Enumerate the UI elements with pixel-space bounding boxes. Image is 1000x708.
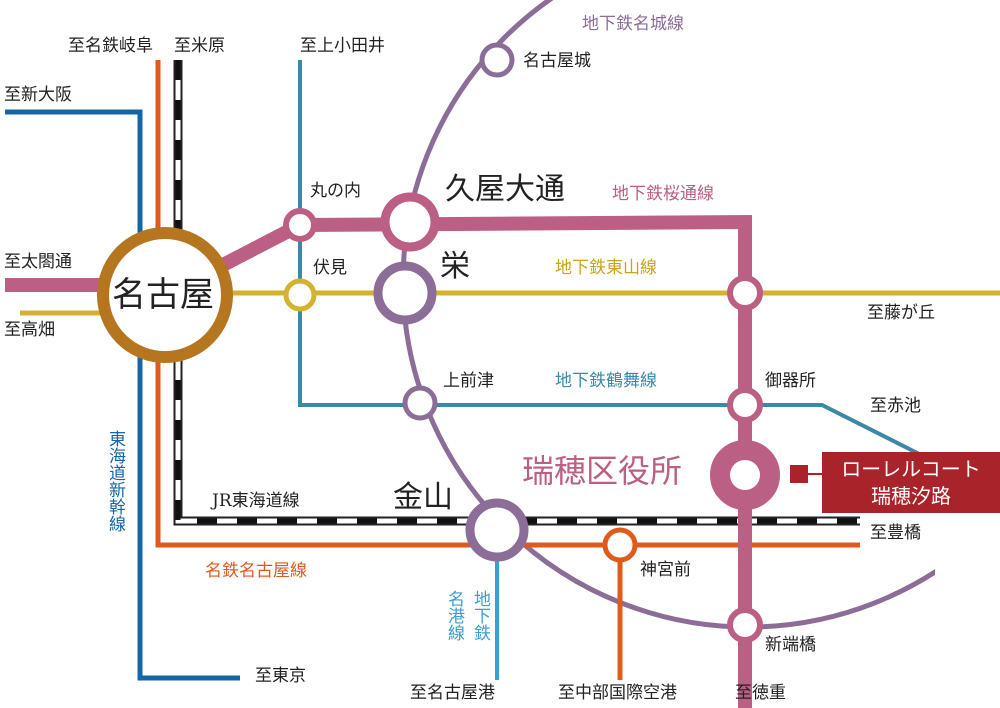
jr-tokaido-line bbox=[175, 60, 860, 524]
station-sakae-marker bbox=[373, 261, 437, 325]
meijo-line-label: 地下鉄名城線 bbox=[582, 14, 684, 34]
sakuradori-line-label: 地下鉄桜通線 bbox=[612, 184, 714, 204]
station-hisaya: 久屋大通 bbox=[445, 172, 565, 207]
direction-gifu: 至名鉄岐阜 bbox=[68, 36, 153, 56]
property-name-line1: ローレルコート bbox=[841, 457, 981, 481]
station-nagoyajo: 名古屋城 bbox=[523, 51, 591, 71]
station-nagoyajo-marker bbox=[479, 42, 515, 78]
shinkansen-line-label: 東海道新幹線 bbox=[105, 430, 125, 532]
meiko-line-label-a: 地下鉄 bbox=[470, 590, 490, 641]
station-jingumae: 神宮前 bbox=[640, 560, 691, 580]
station-gokiso-marker bbox=[727, 387, 763, 423]
direction-shinosaka: 至新大阪 bbox=[4, 85, 72, 105]
meiko-line-label-b: 名港線 bbox=[444, 590, 464, 641]
meitetsu-line-label: 名鉄名古屋線 bbox=[205, 561, 307, 581]
station-nagoya: 名古屋 bbox=[112, 275, 214, 315]
station-gokiso: 御器所 bbox=[765, 371, 816, 391]
station-kamimaezu-marker bbox=[402, 385, 438, 421]
station-jingumae-marker bbox=[602, 527, 638, 563]
higashiyama-line-label: 地下鉄東山線 bbox=[555, 258, 657, 278]
station-aratamabashi-marker bbox=[727, 607, 763, 643]
tsurumai-line-label: 地下鉄鶴舞線 bbox=[555, 371, 657, 391]
station-nagoya-marker bbox=[97, 227, 233, 363]
station-sakae: 栄 bbox=[440, 249, 470, 284]
direction-centrair: 至中部国際空港 bbox=[558, 683, 677, 703]
property-label-box: ローレルコート 瑞穂汐路 bbox=[822, 452, 1000, 513]
station-marunouchi: 丸の内 bbox=[310, 181, 361, 201]
direction-kamiotai: 至上小田井 bbox=[300, 36, 385, 56]
direction-maibara: 至米原 bbox=[174, 36, 225, 56]
station-fushimi: 伏見 bbox=[313, 258, 347, 278]
direction-nagoyako: 至名古屋港 bbox=[410, 683, 495, 703]
direction-akaike: 至赤池 bbox=[870, 396, 921, 416]
station-marunouchi-marker bbox=[283, 208, 317, 242]
jr-line-label: JR東海道線 bbox=[212, 491, 300, 511]
direction-tokyo: 至東京 bbox=[255, 666, 306, 686]
direction-fujigaoka: 至藤が丘 bbox=[867, 303, 935, 323]
direction-takabata: 至高畑 bbox=[4, 320, 55, 340]
station-kanayama: 金山 bbox=[393, 480, 453, 515]
direction-taiko: 至太閤通 bbox=[4, 252, 72, 272]
station-mizuho-marker bbox=[710, 440, 780, 510]
station-fushimi-marker bbox=[283, 278, 317, 312]
shinkansen-line bbox=[5, 109, 240, 681]
station-aratamabashi: 新端橋 bbox=[765, 635, 816, 655]
station-kamimaezu: 上前津 bbox=[443, 371, 494, 391]
direction-toyohashi: 至豊橋 bbox=[870, 523, 921, 543]
station-hisaya-marker bbox=[380, 192, 440, 252]
direction-tokushige: 至徳重 bbox=[735, 683, 786, 703]
property-marker bbox=[790, 465, 808, 483]
property-name-line2: 瑞穂汐路 bbox=[871, 484, 951, 508]
station-kanayama-marker bbox=[465, 498, 529, 562]
station-imaike-marker bbox=[727, 275, 763, 311]
station-mizuho: 瑞穂区役所 bbox=[522, 452, 683, 490]
